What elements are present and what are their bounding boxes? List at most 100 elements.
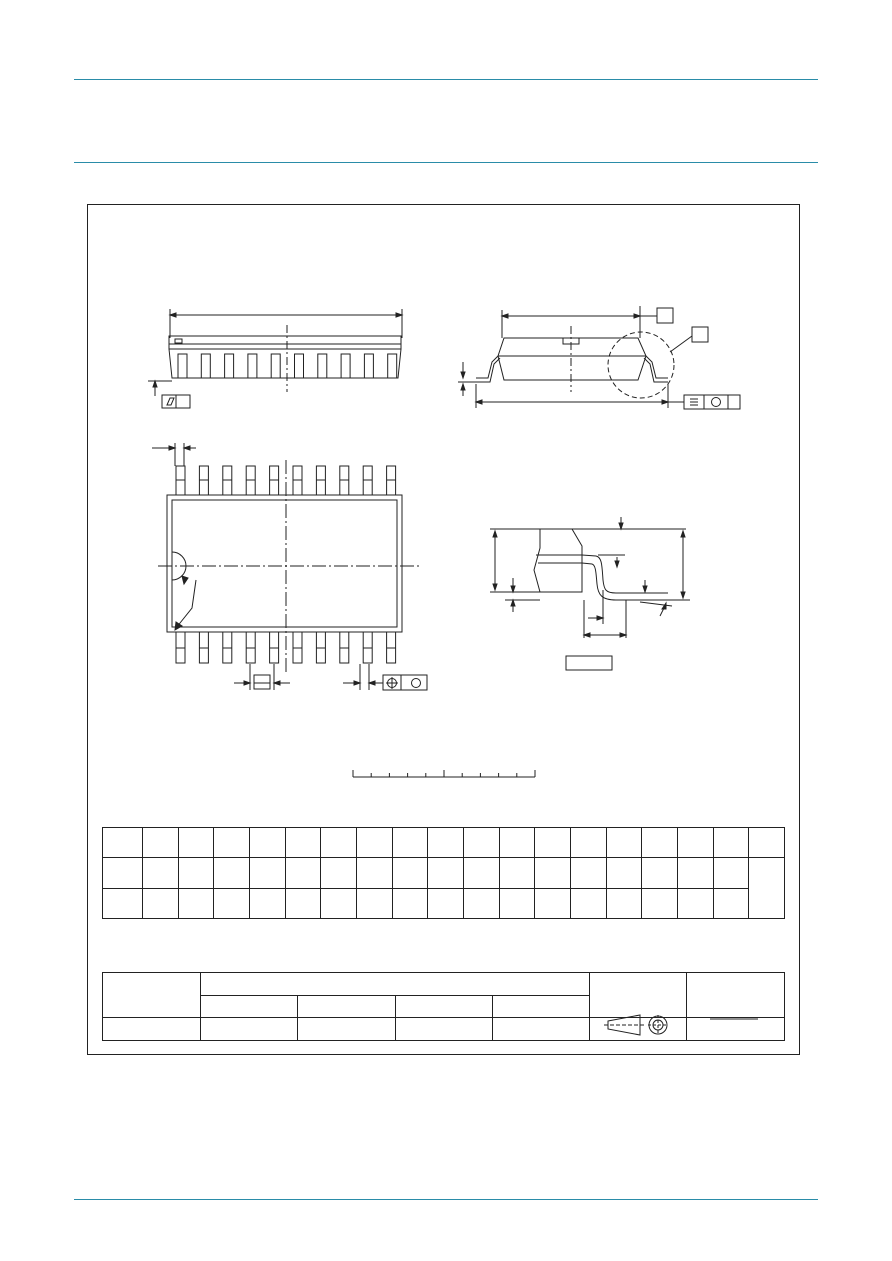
- dimensions-cell: [712, 857, 750, 889]
- side-lead: [317, 353, 328, 379]
- dimensions-cell: [102, 826, 143, 859]
- jeita-value-cell: [394, 1017, 493, 1041]
- dimensions-cell: [534, 826, 571, 859]
- side-lead: [270, 353, 281, 379]
- dimensions-cell: [248, 887, 286, 920]
- dimensions-cell: [462, 826, 500, 859]
- side-view: [148, 309, 404, 409]
- dimensions-cell: [641, 887, 678, 920]
- dimensions-cell: [605, 857, 643, 889]
- dimensions-cell: [248, 857, 286, 889]
- dimensions-cell: [320, 887, 357, 920]
- jedec-value-cell: [297, 1017, 396, 1041]
- outline-version-cell: [102, 971, 201, 1019]
- outline-value-cell: [102, 1017, 201, 1041]
- blank-ref-cell: [491, 994, 591, 1019]
- dimensions-cell: [213, 887, 250, 920]
- top-view: [152, 443, 428, 691]
- dimensions-cell: [498, 857, 536, 889]
- dimensions-cell: [177, 857, 215, 889]
- dimensions-cell: [534, 887, 571, 920]
- dimensions-cell: [355, 857, 393, 889]
- dimensions-cell: [248, 826, 286, 859]
- detail-label-box-icon: [565, 655, 613, 671]
- dimensions-cell: [355, 826, 393, 859]
- iec-cell: [199, 994, 299, 1019]
- detail-x: [490, 517, 690, 671]
- end-view: [458, 306, 741, 410]
- dimensions-cell: [284, 857, 322, 889]
- dimensions-cell: [712, 887, 750, 920]
- dimensions-cell: [355, 887, 393, 920]
- dimensions-cell: [142, 857, 179, 889]
- dimensions-cell: [102, 857, 143, 889]
- issue-date-value-cell: [686, 1017, 785, 1041]
- dimensions-cell: [284, 826, 322, 859]
- footer-rule: [74, 1199, 818, 1200]
- dimensions-cell: [569, 887, 607, 920]
- dimensions-cell: [676, 826, 714, 859]
- dimensions-cell: [284, 887, 322, 920]
- dimensions-cell: [748, 826, 785, 859]
- side-lead: [340, 353, 351, 379]
- references-header-cell: [200, 972, 590, 996]
- issue-date-cell: [686, 971, 785, 1019]
- dimensions-cell: [142, 826, 179, 859]
- dimensions-cell: [569, 826, 607, 859]
- dimensions-cell: [427, 826, 464, 859]
- dimensions-row: [102, 887, 785, 920]
- dimensions-cell: [534, 857, 571, 889]
- pitch-box-icon: [253, 674, 271, 690]
- outline-header-row: [102, 971, 785, 1019]
- dimensions-cell: [213, 857, 250, 889]
- dimensions-cell: [427, 857, 464, 889]
- dimensions-cell: [748, 857, 785, 919]
- dimensions-cell: [391, 857, 429, 889]
- dimensions-cell: [177, 826, 215, 859]
- header-rule-top: [74, 79, 818, 80]
- blank-value-cell: [491, 1017, 591, 1041]
- dimensions-cell: [712, 826, 750, 859]
- side-lead: [294, 353, 304, 379]
- dimensions-cell: [498, 826, 536, 859]
- outline-subheader-row: [103, 994, 785, 1019]
- dimensions-cell: [605, 826, 643, 859]
- dimensions-cell: [102, 887, 143, 920]
- outline-version-table: [102, 971, 785, 1041]
- dimensions-cell: [676, 857, 714, 889]
- tolerance-frame-icon: [683, 394, 741, 410]
- side-lead: [177, 353, 188, 379]
- dimensions-cell: [213, 826, 250, 859]
- package-outline-frame: [87, 204, 800, 1055]
- side-lead: [363, 353, 374, 379]
- dimensions-cell: [498, 887, 536, 920]
- dimensions-cell: [569, 857, 607, 889]
- dimensions-cell: [427, 887, 464, 920]
- dimensions-row: [102, 826, 785, 859]
- jeita-cell: [394, 994, 493, 1019]
- iec-value-cell: [199, 1017, 299, 1041]
- outline-data-row: [102, 1017, 785, 1041]
- dimensions-cell: [676, 887, 714, 920]
- dimensions-cell: [641, 826, 678, 859]
- projection-value-cell: [589, 1017, 687, 1041]
- dimensions-cell: [391, 826, 429, 859]
- position-tolerance-box-icon: [382, 674, 428, 691]
- dimensions-row: [102, 857, 785, 919]
- dimensions-cell: [391, 887, 429, 920]
- dimensions-cell: [605, 887, 643, 920]
- side-lead: [224, 353, 235, 379]
- detail-x-box-icon: [691, 326, 709, 343]
- dimensions-table: [102, 826, 785, 920]
- dimensions-cell: [462, 887, 500, 920]
- projection-cell: [589, 971, 687, 1019]
- dimensions-cell: [320, 857, 357, 889]
- datum-box-icon: [656, 307, 674, 324]
- dimensions-cell: [462, 857, 500, 889]
- side-lead: [200, 353, 211, 379]
- dimensions-cell: [641, 857, 678, 889]
- scale-bar: [352, 770, 536, 778]
- dimensions-cell: [142, 887, 179, 920]
- dimensions-cell: [177, 887, 215, 920]
